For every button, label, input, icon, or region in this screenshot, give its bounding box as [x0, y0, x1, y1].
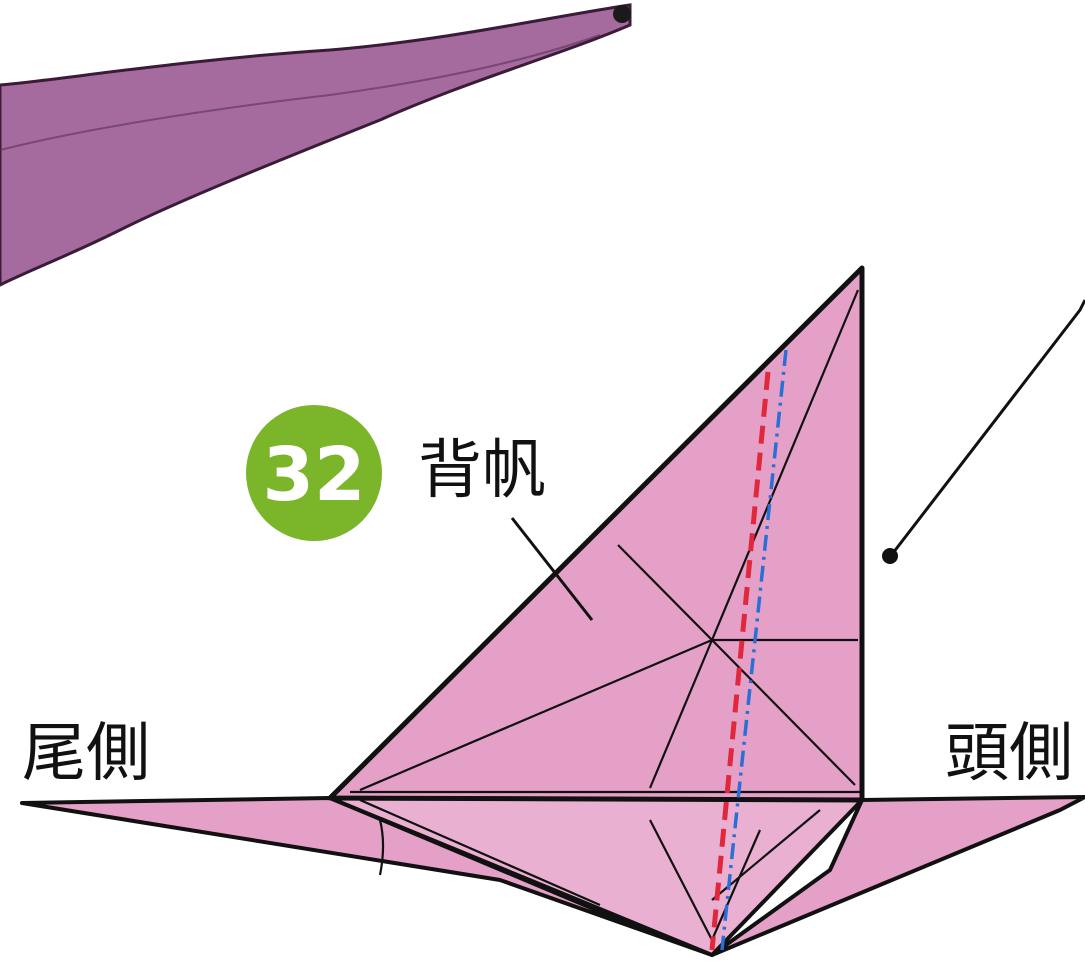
previous-step-flap-edge	[0, 34, 601, 151]
previous-step-figure	[0, 3, 1085, 564]
crane-figure	[20, 265, 1085, 957]
crease-line	[710, 829, 762, 941]
step-number: 32	[263, 432, 366, 518]
crease-line	[329, 267, 863, 799]
crease-line	[648, 639, 714, 789]
head-side-label: 頭側	[945, 717, 1073, 791]
sail-label: 背帆	[418, 434, 546, 508]
crease-line	[649, 819, 713, 941]
head-wing	[710, 795, 1085, 957]
step-badge-circle	[246, 405, 382, 541]
crease-lines	[329, 267, 863, 941]
reference-point-dot	[882, 548, 898, 564]
crease-line	[711, 639, 856, 786]
mountain-fold-line	[709, 371, 771, 951]
crease-line	[378, 819, 385, 876]
crease-line	[617, 544, 713, 641]
previous-step-flap	[0, 3, 632, 287]
valley-fold-line	[720, 349, 788, 951]
previous-step-arrow-line	[891, 299, 1085, 554]
step-badge: 32	[246, 405, 382, 541]
sail-label-leader	[510, 517, 594, 621]
crease-line	[359, 798, 601, 907]
crease-line	[359, 638, 713, 792]
previous-step-point-marker	[613, 5, 631, 23]
crease-line	[710, 289, 860, 641]
tail-side-label: 尾側	[22, 717, 150, 791]
